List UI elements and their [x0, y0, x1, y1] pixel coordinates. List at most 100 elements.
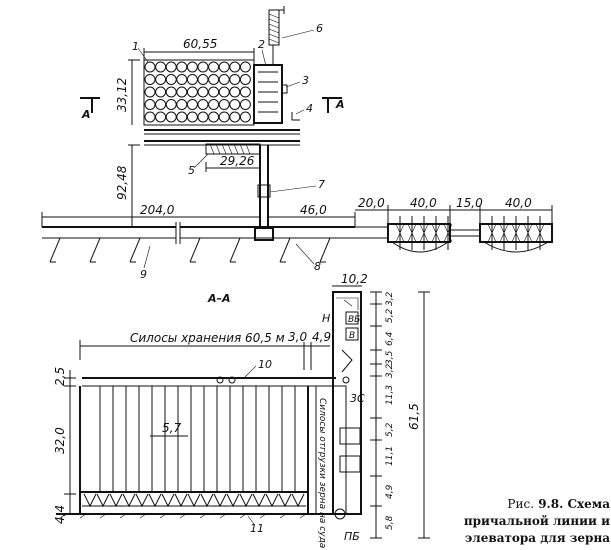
- dim-61-5: 61,5: [407, 403, 421, 430]
- callout-7: 7: [318, 178, 325, 191]
- silo-circle: [144, 74, 156, 85]
- stack-dim-label: 6,4: [385, 331, 395, 346]
- label-3s: 3С: [350, 392, 365, 405]
- silo-circle: [208, 61, 220, 73]
- callout-1: 1: [132, 40, 139, 53]
- silo-circle: [176, 111, 188, 123]
- callout-4: 4: [306, 102, 313, 115]
- silo-hopper: [148, 493, 162, 508]
- silo-circle: [186, 86, 198, 98]
- silo-circle: [176, 86, 188, 98]
- bin-v: В: [349, 331, 355, 341]
- dim-32-0: 32,0: [53, 427, 67, 454]
- silo-walls: [99, 386, 296, 492]
- loader-arm: [189, 237, 201, 263]
- stack-dim-label: 5,8: [385, 515, 395, 530]
- callout-5: 5: [188, 164, 195, 177]
- silo-circle: [229, 74, 241, 85]
- stack-dim-label: 3,2: [385, 363, 395, 378]
- working-tower-section: [332, 291, 362, 515]
- silo-circle: [208, 111, 220, 123]
- silo-hopper: [187, 493, 201, 508]
- silo-circle: [155, 99, 167, 110]
- loader-arm: [229, 237, 241, 263]
- silo-circle: [218, 111, 230, 123]
- silo-circle: [208, 74, 220, 85]
- silo-hopper: [239, 493, 253, 508]
- caption-prefix: Рис.: [507, 497, 535, 511]
- callout-6: 6: [316, 22, 323, 35]
- bin-vb: ВБ: [348, 315, 360, 325]
- silo-circle: [186, 99, 198, 110]
- caption-text: Схема причальной линии и элеватора для з…: [463, 497, 610, 545]
- dim-60-55: 60,55: [183, 37, 217, 51]
- callout-8: 8: [314, 260, 321, 273]
- shipping-silos: [315, 385, 347, 515]
- dim-40-a: 40,0: [410, 196, 437, 210]
- platform-1: [387, 223, 451, 243]
- silo-circle: [197, 99, 209, 110]
- dim-10-2: 10,2: [341, 272, 368, 286]
- silo-circle: [239, 61, 251, 73]
- silo-hopper: [278, 493, 292, 508]
- silo-circle: [239, 99, 251, 110]
- silo-circle-grid: [144, 61, 251, 123]
- silo-circle: [197, 61, 209, 73]
- label-pb: ПБ: [344, 530, 360, 543]
- silo-circle: [144, 86, 156, 98]
- silo-circle: [165, 99, 177, 110]
- silo-hopper: [122, 493, 136, 508]
- silo-hopper: [174, 493, 188, 508]
- figure-caption: Рис. 9.8. Схема причальной линии и элева…: [424, 496, 610, 547]
- dim-20: 20,0: [358, 196, 385, 210]
- label-n: Н: [322, 312, 330, 325]
- dim-29-26: 29,26: [220, 154, 255, 168]
- stack-dim-label: 3,5: [385, 350, 395, 365]
- working-tower: [253, 64, 283, 124]
- silo-circle: [208, 86, 220, 98]
- silo-circle: [239, 111, 251, 123]
- dim-4-4: 4,4: [53, 505, 67, 524]
- silo-circle: [229, 86, 241, 98]
- silo-circle: [165, 86, 177, 98]
- silo-circle: [155, 86, 167, 98]
- silo-hopper: [213, 493, 227, 508]
- stack-dim-label: 11,3: [385, 385, 395, 405]
- silo-circle: [155, 61, 167, 73]
- silo-hopper: [291, 493, 305, 508]
- dim-46: 46,0: [300, 203, 327, 217]
- silo-hopper: [265, 493, 279, 508]
- silo-circle: [218, 99, 230, 110]
- section-title: А–А: [207, 292, 231, 305]
- callout-2: 2: [258, 38, 265, 51]
- silo-hopper: [83, 493, 97, 508]
- dim-4-9: 4,9: [312, 330, 331, 344]
- dim-92-48: 92,48: [115, 165, 129, 200]
- stack-dim-label: 3,2: [385, 291, 395, 306]
- silo-circle: [197, 74, 209, 85]
- tower-6: [268, 9, 280, 46]
- silo-hopper: [161, 493, 175, 508]
- silo-circle: [229, 61, 241, 73]
- silo-circle: [176, 99, 188, 110]
- silo-hopper: [226, 493, 240, 508]
- stack-dim-label: 4,9: [385, 484, 395, 499]
- silo-circle: [155, 111, 167, 123]
- section-mark-right: A: [335, 98, 345, 111]
- silo-hopper: [252, 493, 266, 508]
- silo-circle: [186, 111, 198, 123]
- callout-9: 9: [140, 268, 147, 281]
- silo-circle: [197, 111, 209, 123]
- silo-circle: [218, 74, 230, 85]
- loader-arm: [319, 237, 331, 263]
- callout-3: 3: [302, 74, 309, 87]
- silo-circle: [218, 86, 230, 98]
- silo-circle: [144, 61, 156, 73]
- silo-circle: [229, 111, 241, 123]
- silo-circle: [155, 74, 167, 85]
- section-view: А–А Силосы хранения 60,5 м 3,0 4,9 10,2 …: [53, 272, 430, 548]
- dim-15: 15,0: [456, 196, 483, 210]
- dim-2-5: 2,5: [53, 367, 67, 386]
- silo-circle: [239, 74, 251, 85]
